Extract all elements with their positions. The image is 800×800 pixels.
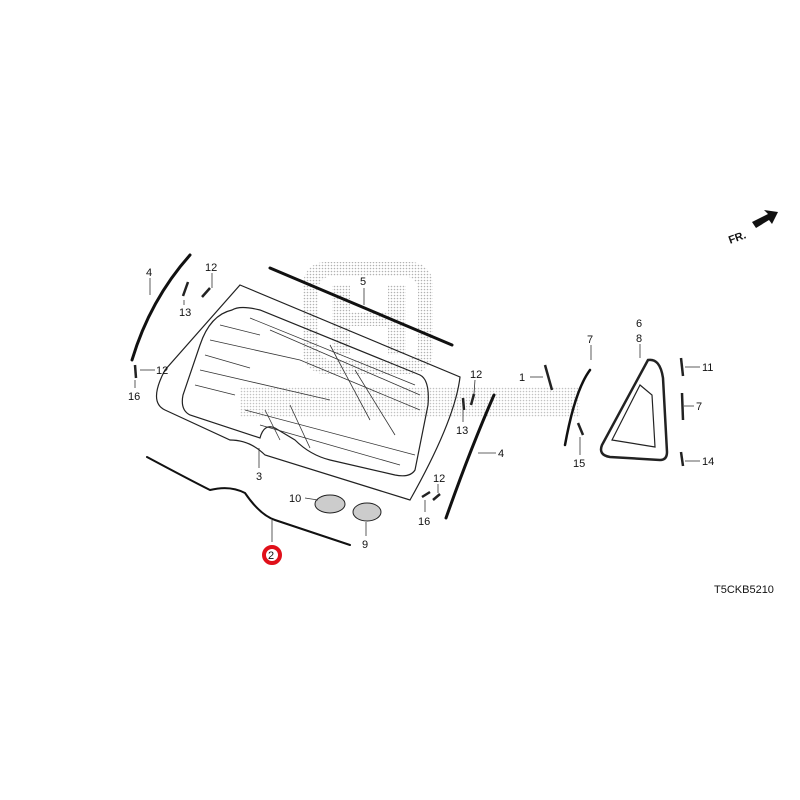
callout-7: 7 (587, 334, 593, 346)
quarter-glass-part-6-8 (599, 358, 669, 462)
callout-16: 16 (128, 391, 140, 403)
emblem-part-10 (314, 494, 346, 514)
callout-5: 5 (360, 276, 366, 288)
callout-labels: 4 12 13 12 16 5 3 2 10 9 12 13 4 12 16 1… (128, 262, 774, 596)
callout-12: 12 (433, 473, 445, 485)
callout-13: 13 (179, 307, 191, 319)
clips (133, 281, 685, 501)
callout-14: 14 (702, 456, 714, 468)
callout-4: 4 (146, 267, 152, 279)
molding-part-7 (563, 368, 592, 447)
diagram-code: T5CKB5210 (714, 584, 774, 596)
callout-2-highlighted: 2 (268, 550, 274, 562)
callout-9: 9 (362, 539, 368, 551)
highlight-circle (262, 545, 282, 565)
callout-4: 4 (498, 448, 504, 460)
emblem-part-9 (352, 502, 382, 522)
front-label: FR. (727, 229, 748, 246)
front-direction-indicator: FR. (727, 210, 778, 247)
molding-part-5 (268, 266, 454, 347)
callout-12: 12 (470, 369, 482, 381)
seal-part-2 (146, 456, 351, 546)
callout-11: 11 (702, 362, 713, 374)
rear-windshield-glass (155, 284, 461, 501)
callout-3: 3 (256, 471, 262, 483)
callout-8: 8 (636, 333, 642, 345)
molding-part-4-right (444, 393, 496, 520)
callout-12: 12 (156, 365, 168, 377)
callout-1: 1 (519, 372, 525, 384)
callout-6: 6 (636, 318, 642, 330)
callout-15: 15 (573, 458, 585, 470)
callout-13: 13 (456, 425, 468, 437)
callout-7: 7 (696, 401, 702, 413)
callout-12: 12 (205, 262, 217, 274)
molding-part-4-left (130, 253, 192, 362)
callout-16: 16 (418, 516, 430, 528)
callout-10: 10 (289, 493, 301, 505)
